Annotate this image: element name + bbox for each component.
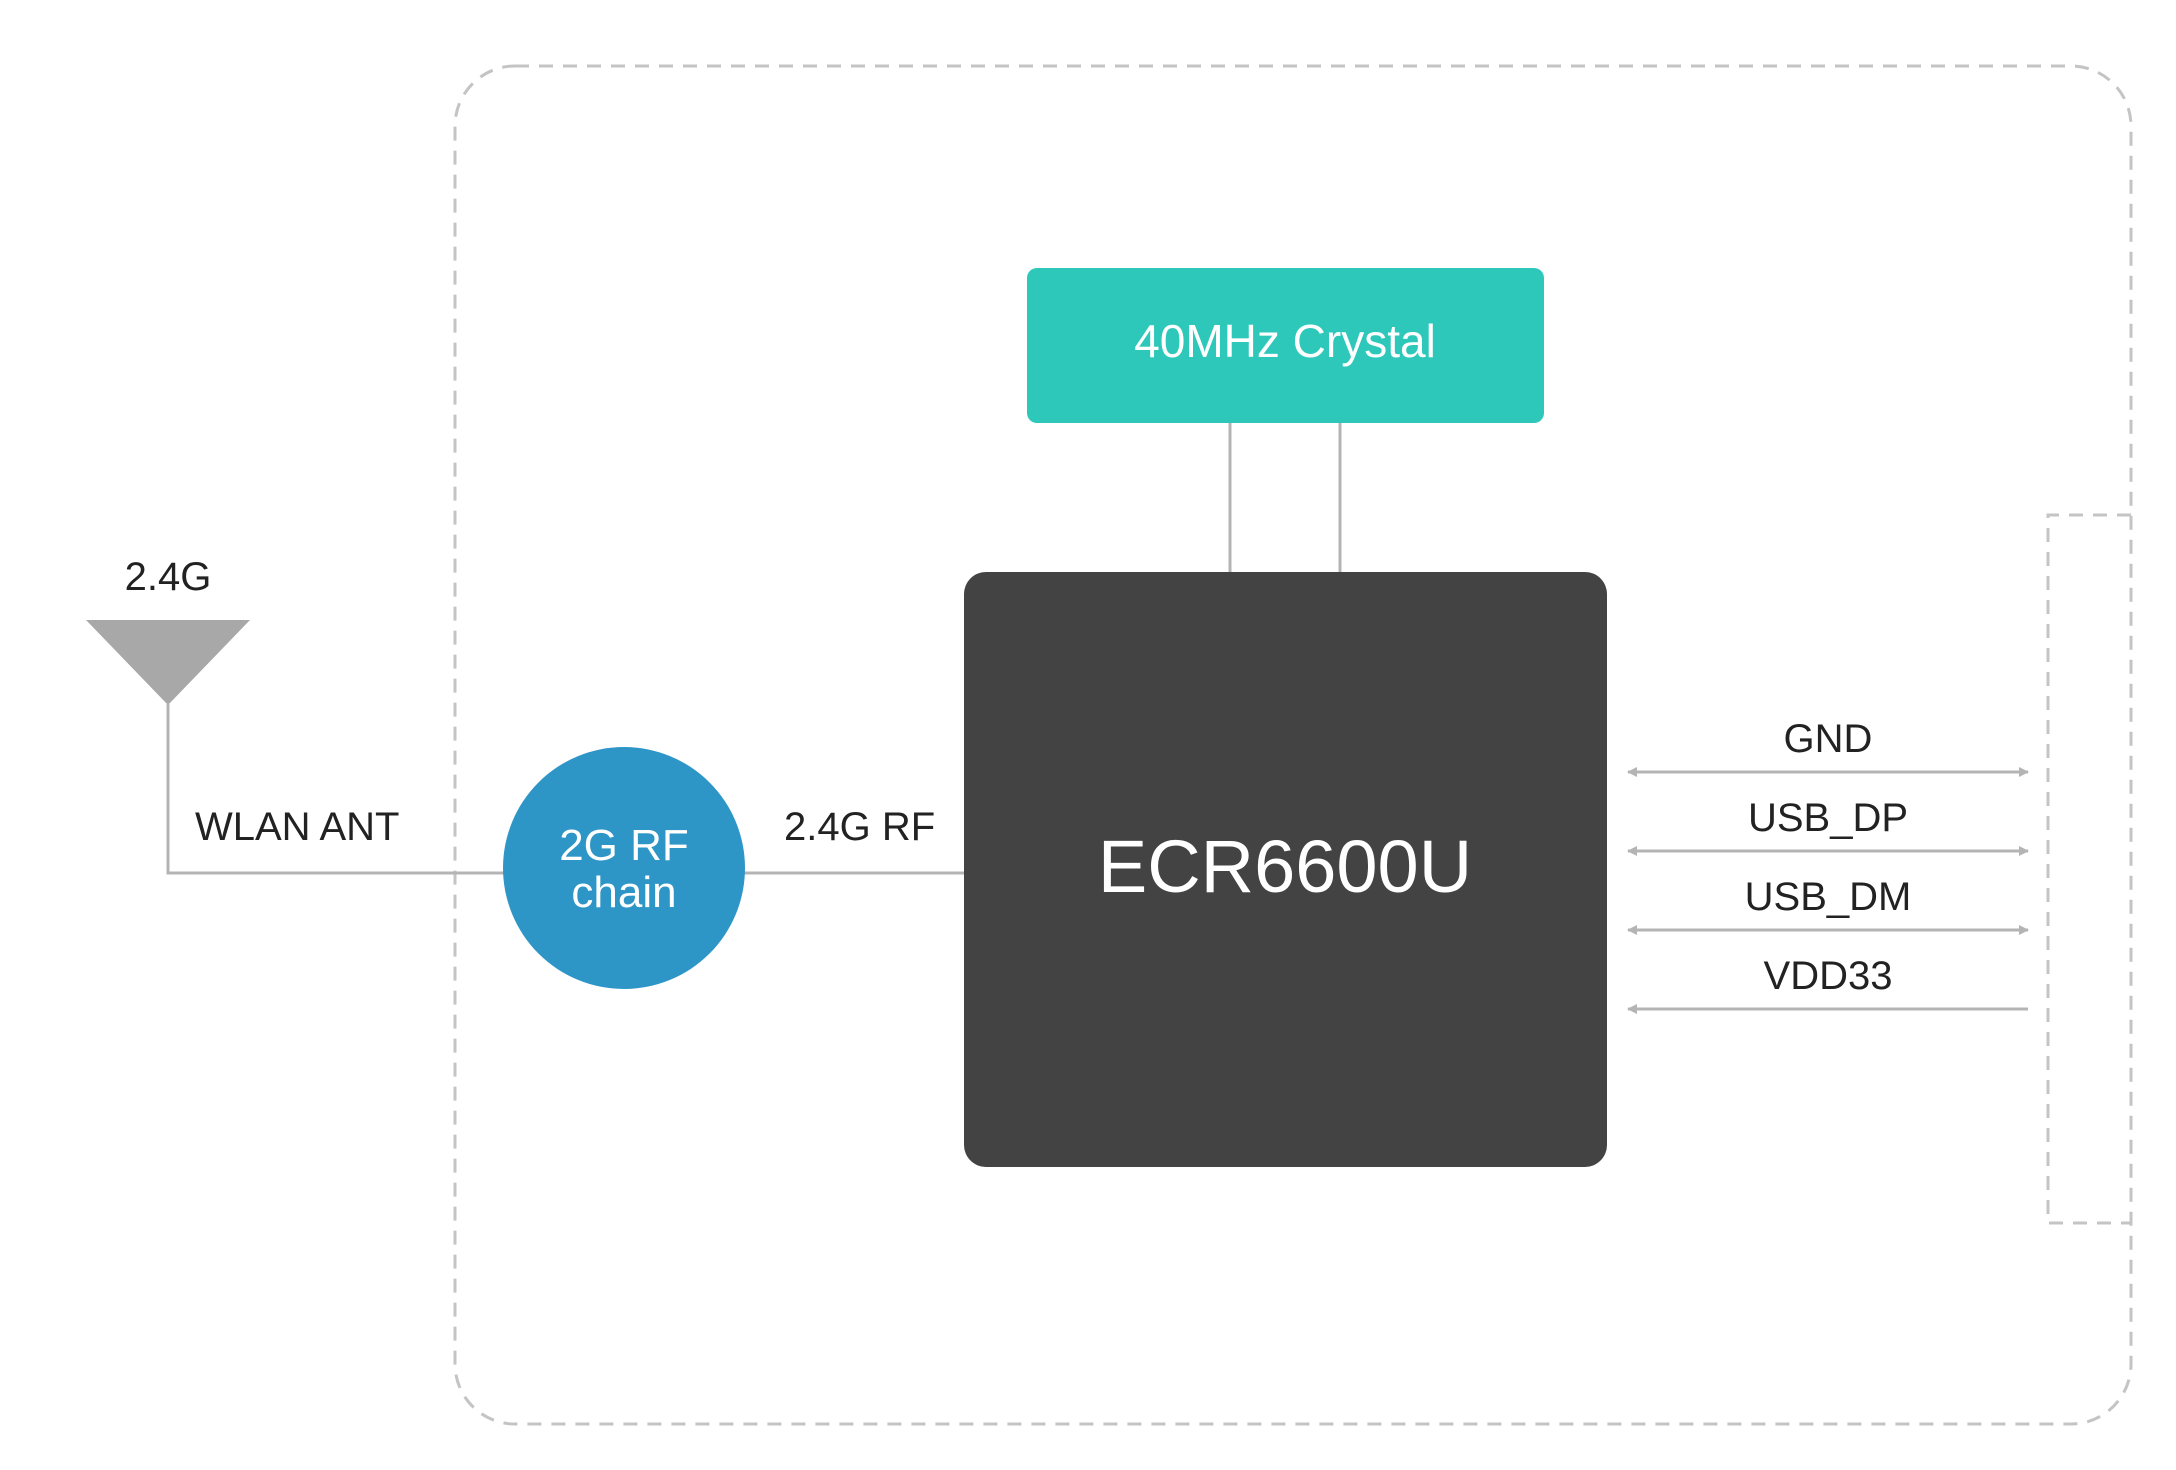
chip-box xyxy=(964,572,1607,1167)
vdd33-label: VDD33 xyxy=(1764,954,1893,998)
signal-gnd: GND xyxy=(1627,717,2029,777)
signal-usb-dm: USB_DM xyxy=(1627,875,2029,935)
connector-boundary xyxy=(2046,513,2131,1225)
chip-block: ECR6600U xyxy=(964,572,1607,1167)
signal-vdd33: VDD33 xyxy=(1627,954,2028,1014)
rf-chain-circle xyxy=(503,747,745,989)
crystal-box xyxy=(1027,268,1544,423)
antenna-band-label: 2.4G xyxy=(125,555,212,599)
chip-label: ECR6600U xyxy=(1098,825,1472,908)
usb-dp-label: USB_DP xyxy=(1748,796,1908,840)
rf-chain-block: 2G RF chain xyxy=(503,747,745,989)
module-boundary xyxy=(453,64,2133,1426)
antenna-icon xyxy=(86,620,250,705)
antenna-feed-line xyxy=(166,703,505,875)
signal-usb-dp: USB_DP xyxy=(1627,796,2029,856)
wlan-ant-label: WLAN ANT xyxy=(195,805,399,849)
rf-chain-label-line1: 2G RF xyxy=(559,821,689,870)
usb-dm-label: USB_DM xyxy=(1745,875,1912,919)
crystal-block: 40MHz Crystal xyxy=(1027,268,1544,423)
antenna: 2.4G WLAN ANT xyxy=(86,555,505,875)
rf-chain-label-line2: chain xyxy=(571,868,676,917)
gnd-label: GND xyxy=(1784,717,1873,761)
rf-output-label: 2.4G RF xyxy=(784,805,935,849)
crystal-label: 40MHz Crystal xyxy=(1134,315,1436,367)
